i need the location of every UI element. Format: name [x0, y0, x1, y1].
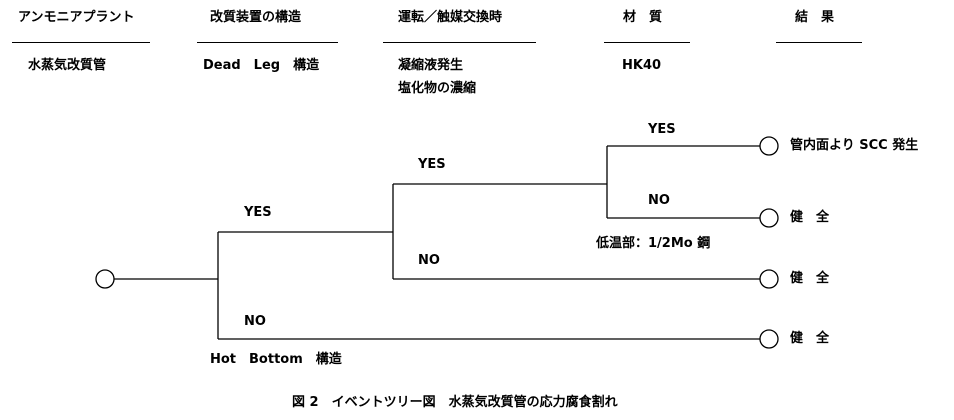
header-operation: 運転／触媒交換時: [398, 10, 503, 25]
header-rule-operation: [383, 42, 536, 43]
start-node: [95, 269, 115, 289]
end-node-sound-1: [759, 208, 779, 228]
header-plant: アンモニアプラント: [18, 10, 135, 25]
figure-caption: 図 2 イベントツリー図 水蒸気改質管の応力腐食割れ: [292, 395, 618, 410]
outcome-scc: 管内面より SCC 発生: [790, 138, 919, 153]
end-node-sound-2: [759, 269, 779, 289]
end-node-sound-3: [759, 329, 779, 349]
branch1-no-label: NO: [244, 314, 266, 329]
branch3-no-label: NO: [648, 193, 670, 208]
row-operation-line2: 塩化物の濃縮: [398, 81, 477, 96]
header-rule-material: [604, 42, 690, 43]
row-plant: 水蒸気改質管: [28, 58, 107, 73]
row-material: HK40: [622, 58, 662, 73]
row-structure: Dead Leg 構造: [203, 58, 320, 73]
header-result: 結 果: [795, 10, 835, 25]
branch2-yes-label: YES: [418, 157, 446, 172]
end-node-scc: [759, 136, 779, 156]
branch3-yes-label: YES: [648, 122, 676, 137]
branch1-yes-label: YES: [244, 205, 272, 220]
header-rule-result: [776, 42, 862, 43]
header-structure: 改質装置の構造: [210, 10, 302, 25]
row-operation-line1: 凝縮液発生: [398, 58, 464, 73]
outcome-sound-1: 健 全: [790, 210, 830, 225]
outcome-sound-2: 健 全: [790, 271, 830, 286]
branch3-no-note: 低温部：1/2Mo 鋼: [596, 236, 711, 251]
header-rule-plant: [12, 42, 150, 43]
header-material: 材 質: [623, 10, 663, 25]
header-rule-structure: [197, 42, 338, 43]
outcome-sound-3: 健 全: [790, 331, 830, 346]
branch2-no-label: NO: [418, 253, 440, 268]
branch1-no-note: Hot Bottom 構造: [210, 352, 342, 367]
